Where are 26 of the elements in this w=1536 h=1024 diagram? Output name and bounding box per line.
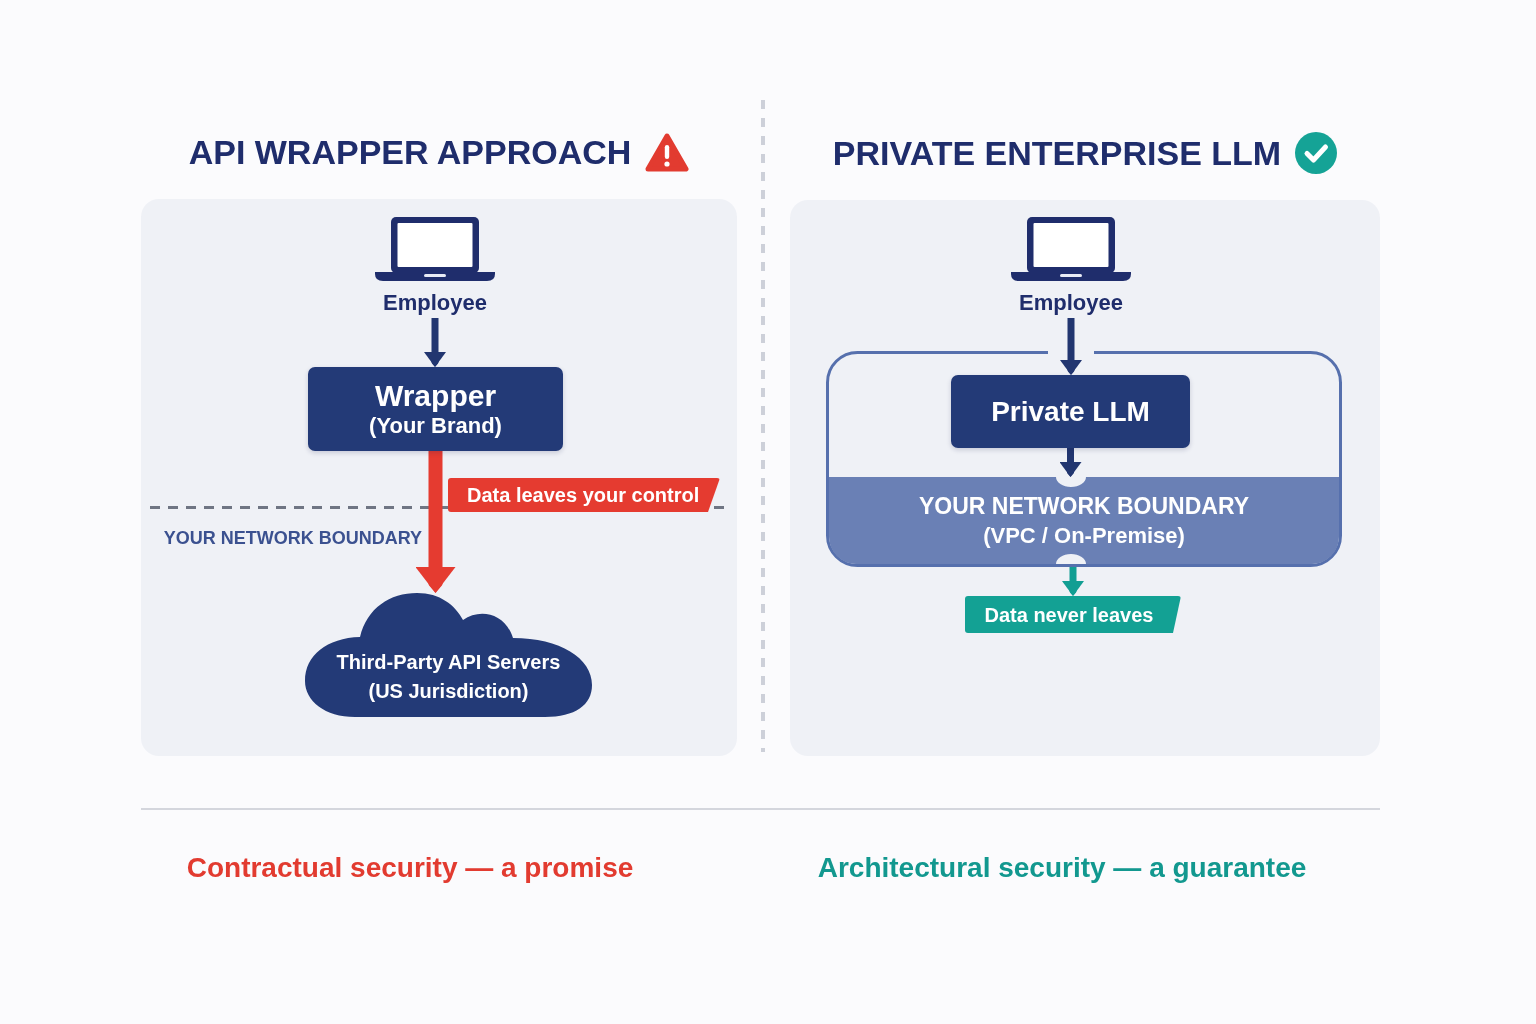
panel-heading: API WRAPPER APPROACH — [188, 132, 632, 172]
caption-text: Contractual security — a promise — [186, 851, 634, 885]
process-box — [308, 367, 563, 451]
process-box — [951, 375, 1190, 448]
status-banner: Data never leaves — [965, 596, 1181, 633]
network-boundary-frame — [826, 351, 1342, 567]
box-title: Wrapper — [374, 379, 497, 413]
panel-heading: PRIVATE ENTERPRISE LLM — [832, 133, 1282, 173]
boundary-band — [829, 477, 1339, 564]
caption-text: Architectural security — a guarantee — [817, 851, 1307, 885]
cloud-shape — [305, 593, 592, 717]
boundary-label: YOUR NETWORK BOUNDARY — [163, 527, 422, 549]
arrow — [1060, 318, 1082, 375]
box-subtitle: (Your Brand) — [369, 413, 502, 439]
arrow — [415, 451, 456, 593]
cloud-title: Third-Party API Servers — [336, 650, 561, 675]
band-subtitle: (VPC / On-Premise) — [983, 522, 1185, 550]
arrow — [1059, 448, 1082, 477]
person-label: Employee — [1019, 290, 1123, 316]
person-label: Employee — [383, 290, 487, 316]
cloud-subtitle: (US Jurisdiction) — [368, 679, 529, 704]
band-title: YOUR NETWORK BOUNDARY — [918, 492, 1250, 521]
alert-banner: Data leaves your control — [448, 478, 720, 512]
arrow — [1062, 564, 1084, 596]
box-title: Private LLM — [991, 394, 1150, 429]
arrow — [424, 318, 446, 367]
